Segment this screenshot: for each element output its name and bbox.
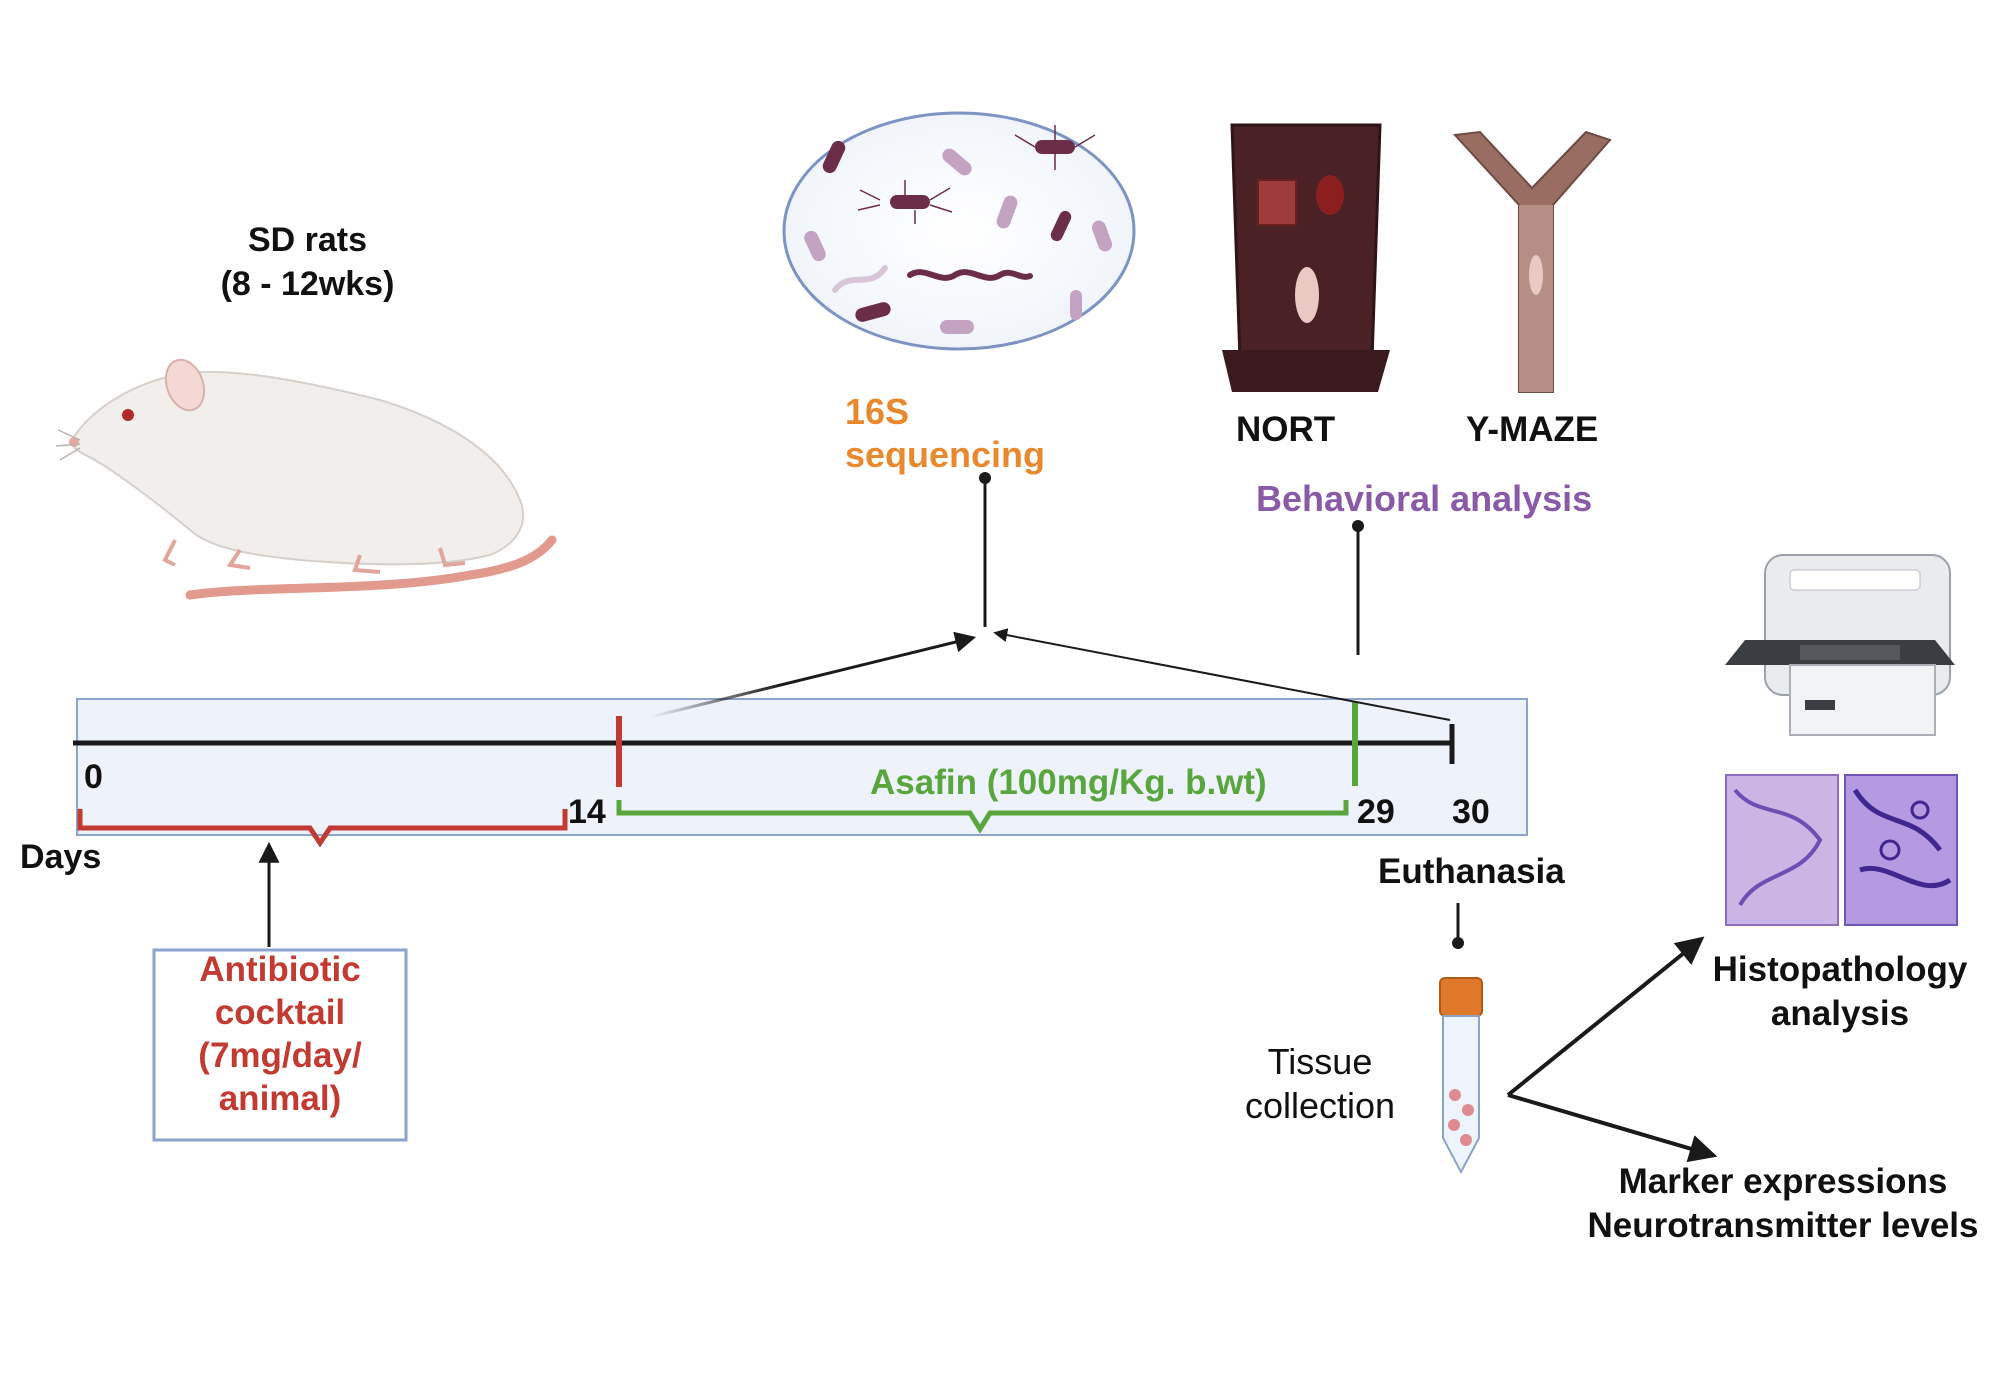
nort-arena-illustration [1222, 123, 1390, 392]
histo-line2: analysis [1770, 994, 1910, 1033]
arrow-to-markers [1507, 1093, 1718, 1163]
antibiotic-bracket [77, 809, 568, 848]
ymaze-label: Y-MAZE [1466, 410, 1599, 449]
days-unit-label: Days [20, 838, 102, 876]
histology-images [1725, 774, 1958, 926]
behavioral-analysis-label: Behavioral analysis [1256, 478, 1593, 519]
microscope-illustration [1725, 554, 1955, 736]
day30-label: 30 [1452, 793, 1490, 831]
subject-line1: SD rats [247, 221, 368, 259]
tissue-line1: Tissue [1267, 1041, 1373, 1082]
asafin-bracket [616, 800, 1349, 834]
tissue-line2: collection [1244, 1085, 1396, 1126]
euthanasia-dot [1452, 937, 1464, 949]
asafin-label: Asafin (100mg/Kg. b.wt) [870, 763, 1267, 802]
marker-line1: Marker expressions [1618, 1162, 1948, 1201]
antibiotic-line4: animal) [218, 1079, 342, 1118]
sequencing-line1: 16S [845, 391, 910, 432]
microbiome-illustration [782, 111, 1136, 351]
marker-line2: Neurotransmitter levels [1587, 1206, 1979, 1245]
sequencing-label: 16S sequencing [845, 390, 1045, 476]
histo-line1: Histopathology [1712, 950, 1968, 989]
arrow-day14-to-seq [649, 631, 977, 719]
day14-label: 14 [568, 793, 606, 831]
marker-label: Marker expressions Neurotransmitter leve… [1570, 1160, 1996, 1248]
euthanasia-label: Euthanasia [1378, 852, 1565, 891]
antibiotic-line2: cocktail [214, 993, 346, 1032]
day29-label: 29 [1357, 793, 1395, 831]
arrow-day30-to-seq [993, 628, 1451, 721]
antibiotic-label: Antibiotic cocktail (7mg/day/ animal) [154, 948, 406, 1120]
y-maze-illustration [1452, 130, 1612, 393]
subject-line2: (8 - 12wks) [220, 265, 395, 303]
day0-label: 0 [84, 758, 103, 796]
antibiotic-line3: (7mg/day/ [198, 1036, 362, 1075]
tissue-collection-label: Tissue collection [1220, 1040, 1420, 1128]
histopathology-label: Histopathology analysis [1700, 948, 1980, 1036]
subject-label: SD rats (8 - 12wks) [185, 218, 430, 306]
rat-illustration [55, 358, 557, 600]
antibiotic-box [152, 948, 408, 1142]
antibiotic-line1: Antibiotic [199, 950, 361, 989]
nort-label: NORT [1236, 410, 1336, 449]
sequencing-line2: sequencing [845, 434, 1046, 475]
falcon-tube-illustration [1439, 977, 1483, 1175]
arrow-to-histopathology [1506, 936, 1705, 1097]
